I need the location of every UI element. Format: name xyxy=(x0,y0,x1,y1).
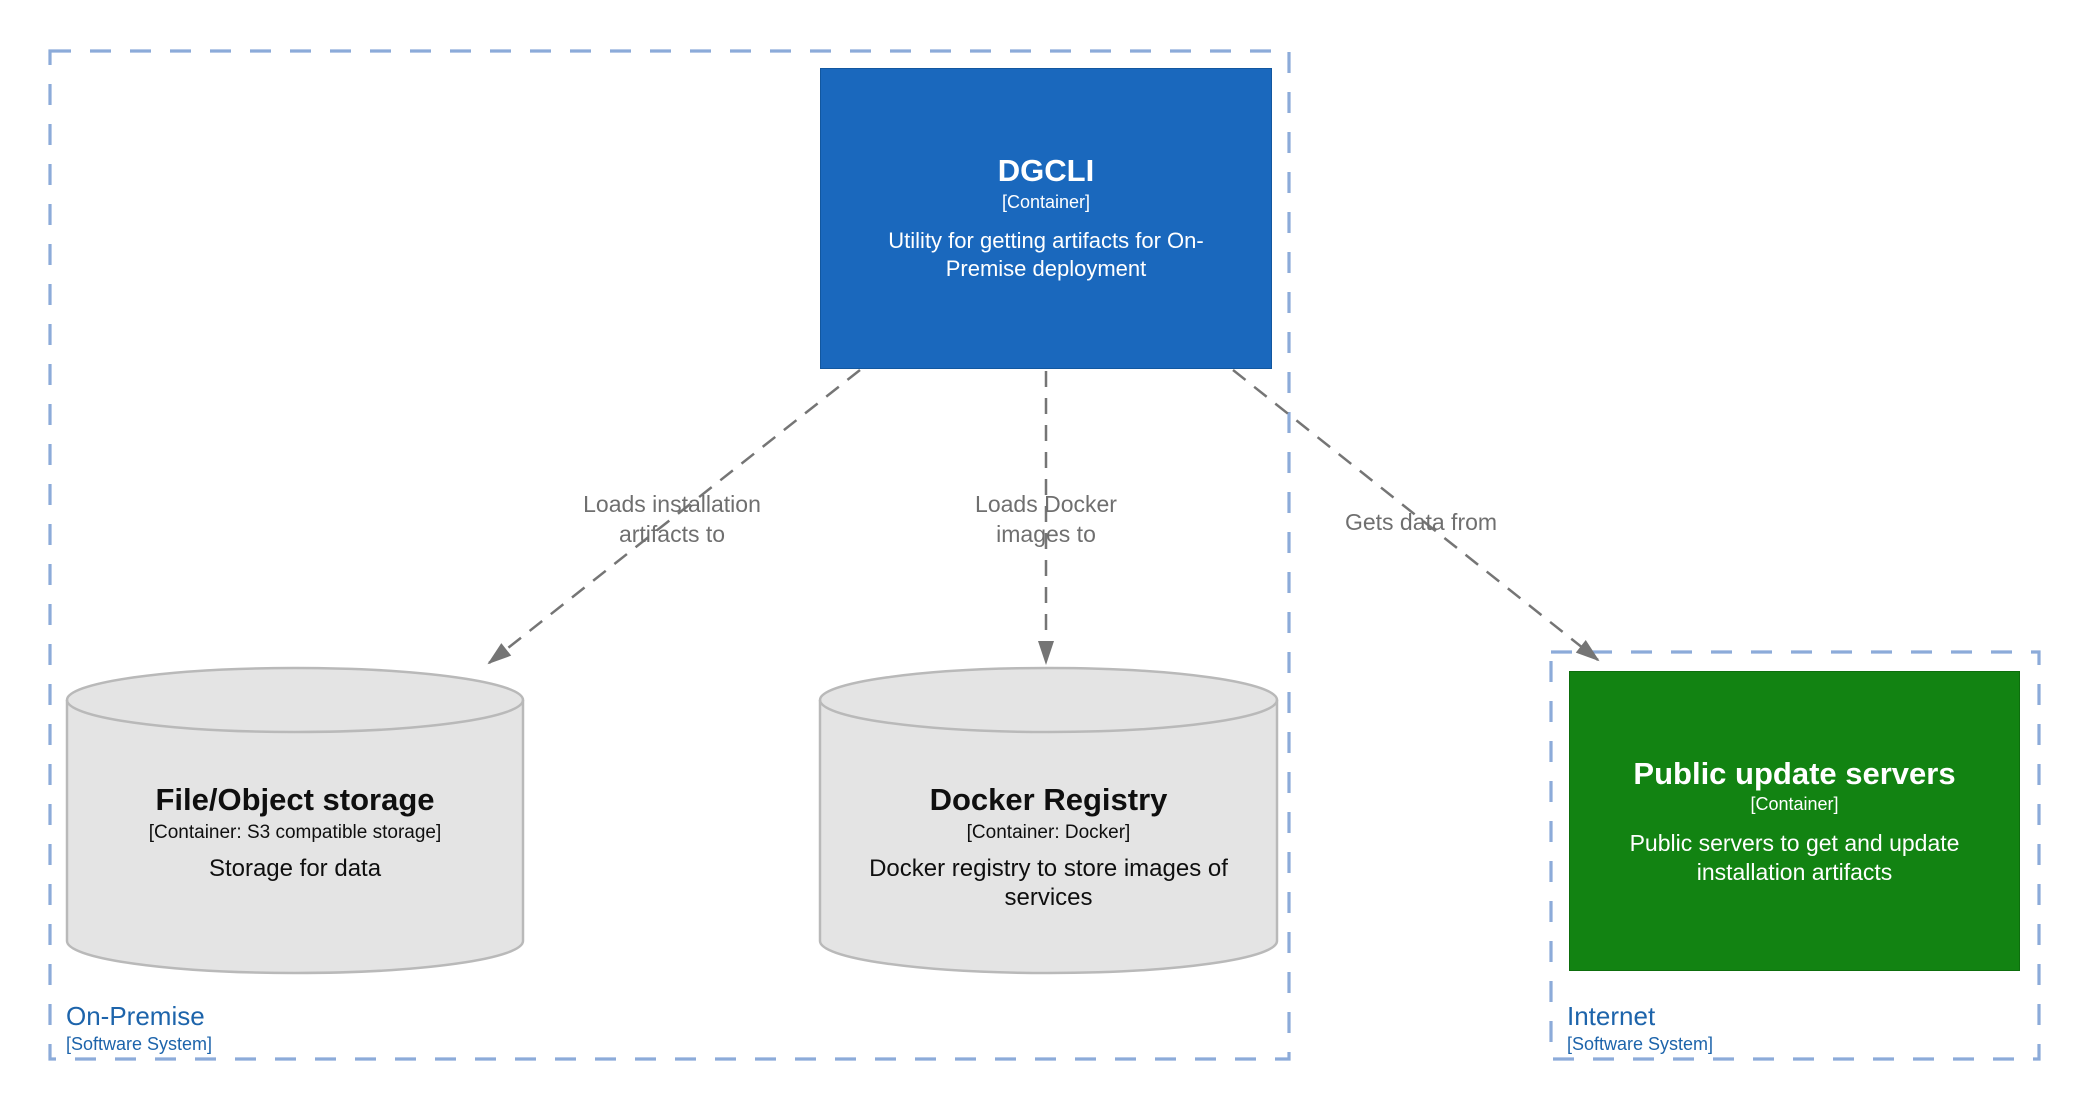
boundary-name: Internet xyxy=(1567,1001,1656,1031)
edge-loads-installation-artifacts xyxy=(487,369,861,665)
cylinder-body xyxy=(818,666,1279,975)
node-description: Docker registry to store images of servi… xyxy=(869,855,1228,912)
node-title: Public update servers xyxy=(1633,755,1956,791)
node-meta: [Container: Docker] xyxy=(966,821,1131,843)
node-meta: [Container] xyxy=(1001,191,1091,212)
node-dgcli: DGCLI [Container] Utility for getting ar… xyxy=(820,68,1272,369)
boundary-label-on-premise: On-Premise [Software System] xyxy=(66,1001,213,1055)
internet-boundary-outline xyxy=(1549,650,2041,1061)
edge-label-gets-data-from: Gets data from xyxy=(1344,509,1498,535)
node-file-object-storage: File/Object storage [Container: S3 compa… xyxy=(67,782,523,884)
node-title: File/Object storage xyxy=(155,782,435,817)
boundary-label-internet: Internet [Software System] xyxy=(1567,1001,1714,1055)
node-description: Storage for data xyxy=(208,855,382,883)
node-description: Utility for getting artifacts for On-Pre… xyxy=(888,227,1204,282)
node-meta: [Container: S3 compatible storage] xyxy=(148,821,442,843)
boundary-meta: [Software System] xyxy=(1567,1033,1714,1054)
node-meta: [Container] xyxy=(1750,794,1839,815)
cylinder-rim xyxy=(818,699,1279,734)
on-premise-boundary-outline xyxy=(48,49,1291,1061)
cylinder-body xyxy=(65,666,525,975)
file-object-storage-cylinder xyxy=(65,666,525,975)
edge-gets-data-from xyxy=(1232,369,1600,662)
edge-label-loads-installation-artifacts: Loads installation artifacts to xyxy=(583,491,761,547)
edge-label-loads-docker-images: Loads Docker images to xyxy=(975,491,1117,547)
boundary-meta: [Software System] xyxy=(66,1033,213,1054)
node-title: DGCLI xyxy=(997,153,1095,189)
docker-registry-cylinder xyxy=(818,666,1279,975)
node-title: Docker Registry xyxy=(929,782,1168,817)
node-public-update-servers: Public update servers [Container] Public… xyxy=(1569,671,2020,971)
cylinder-rim xyxy=(65,699,525,734)
node-description: Public servers to get and update install… xyxy=(1629,829,1960,885)
boundary-name: On-Premise xyxy=(66,1001,205,1031)
node-docker-registry: Docker Registry [Container: Docker] Dock… xyxy=(820,782,1277,913)
